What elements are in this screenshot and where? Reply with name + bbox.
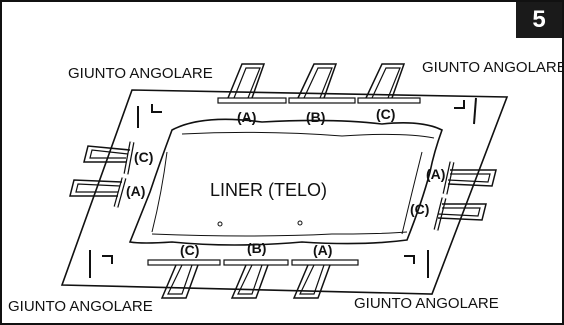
step-number-badge: 5 xyxy=(516,2,562,38)
corner-label-top-left: GIUNTO ANGOLARE xyxy=(68,65,213,82)
part-label-top-b: (B) xyxy=(306,109,325,125)
part-label-right-c: (C) xyxy=(410,201,429,217)
liner-hole xyxy=(297,220,303,226)
part-label-right-a: (A) xyxy=(426,166,445,182)
liner-fold-top xyxy=(181,131,435,139)
part-label-bottom-a: (A) xyxy=(313,242,332,258)
liner-fold-right xyxy=(401,151,423,235)
left-rail-a xyxy=(69,177,127,208)
bottom-rail-a xyxy=(291,259,359,299)
top-rail-c xyxy=(357,63,421,104)
part-label-left-a: (A) xyxy=(126,183,145,199)
liner-hole xyxy=(217,221,223,227)
liner-fold-left xyxy=(151,151,168,233)
bottom-rail-b xyxy=(223,259,289,299)
part-label-bottom-c: (C) xyxy=(180,242,199,258)
top-rail-b xyxy=(288,63,356,104)
corner-joint-bottom-right xyxy=(404,250,429,278)
corner-label-top-right: GIUNTO ANGOLARE xyxy=(422,59,564,76)
corner-joint-top-right xyxy=(454,97,477,125)
bottom-rail-c xyxy=(147,259,221,299)
top-rail-a xyxy=(217,63,287,104)
part-label-top-a: (A) xyxy=(237,109,256,125)
part-label-bottom-b: (B) xyxy=(247,240,266,256)
part-label-top-c: (C) xyxy=(376,106,395,122)
corner-label-bottom-left: GIUNTO ANGOLARE xyxy=(8,298,153,315)
liner-label: LINER (TELO) xyxy=(210,180,327,200)
corner-label-bottom-right: GIUNTO ANGOLARE xyxy=(354,295,499,312)
right-rail-c xyxy=(433,197,487,231)
liner-fold-bottom xyxy=(151,231,408,237)
left-rail-c xyxy=(83,141,135,175)
right-rail-a xyxy=(442,161,497,195)
part-label-left-c: (C) xyxy=(134,149,153,165)
corner-joint-top-left xyxy=(137,104,162,128)
ground-sheet xyxy=(60,89,509,295)
corner-joint-bottom-left xyxy=(89,250,113,278)
liner-shape xyxy=(128,118,443,246)
